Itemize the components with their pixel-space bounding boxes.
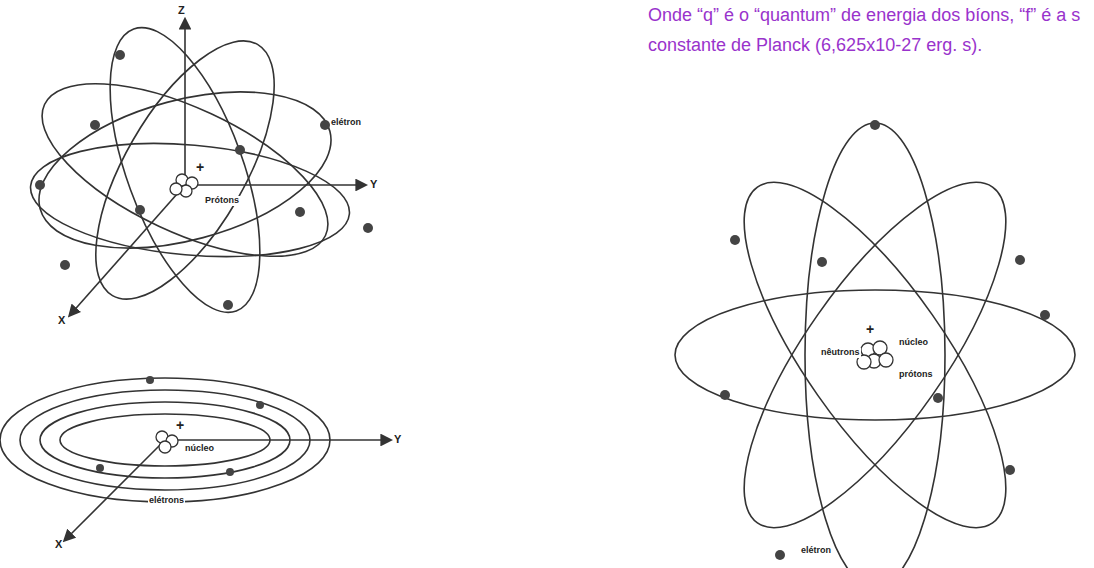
axis-letter: X bbox=[55, 538, 62, 550]
part-name: nêutrons bbox=[820, 348, 861, 358]
charge-sign: + bbox=[176, 418, 184, 433]
axis-letter: Z bbox=[178, 4, 185, 16]
part-name: prótons bbox=[898, 370, 934, 380]
part-name: elétrons bbox=[148, 496, 185, 506]
axis-letter: Y bbox=[394, 433, 401, 445]
part-name: Prótons bbox=[204, 196, 240, 206]
paragraph-line: Onde “q” é o “quantum” de energia dos bí… bbox=[648, 6, 1080, 26]
part-name: núcleo bbox=[898, 338, 929, 348]
axis-letter: X bbox=[58, 314, 65, 326]
charge-sign: + bbox=[866, 322, 874, 337]
part-name: elétron bbox=[800, 546, 832, 556]
part-name: elétron bbox=[330, 118, 362, 128]
paragraph-line: constante de Planck (6,625x10-27 erg. s)… bbox=[648, 36, 982, 56]
axis-letter: Y bbox=[370, 178, 377, 190]
charge-sign: + bbox=[196, 160, 204, 175]
part-name: núcleo bbox=[184, 444, 215, 454]
